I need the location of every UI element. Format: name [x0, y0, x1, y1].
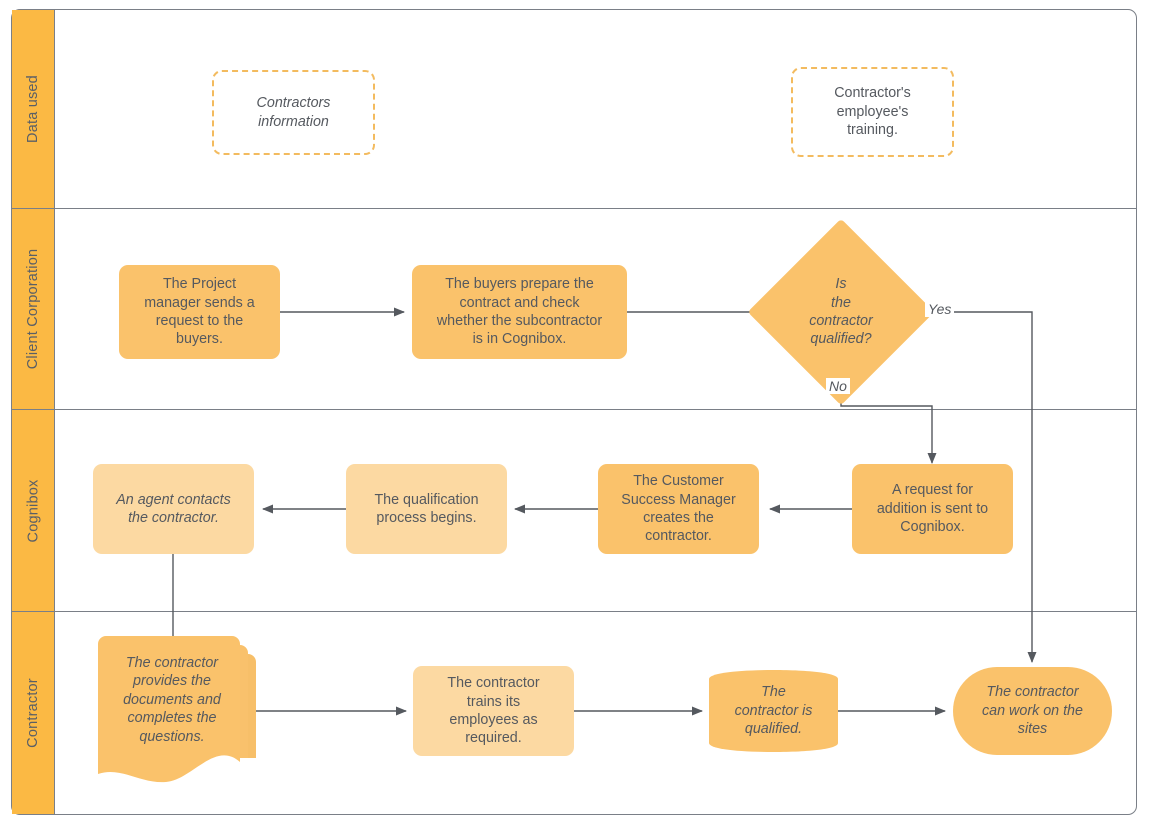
process-qualification-process-begins-label: The qualification process begins. [374, 491, 479, 526]
lane-header-client-corporation: Client Corporation [12, 209, 55, 409]
data-node-contractor-employee-training[interactable]: Contractor's employee's training. [791, 67, 954, 157]
edge-label-yes: Yes [925, 301, 955, 317]
process-request-addition-cognibox[interactable]: A request for addition is sent to Cognib… [852, 464, 1013, 554]
data-node-contractor-employee-training-label: Contractor's employee's training. [834, 85, 911, 139]
database-contractor-is-qualified-label: The contractor is qualified. [734, 684, 813, 738]
swimlane-data-used: Data used [12, 10, 1136, 209]
lane-header-data-used: Data used [12, 10, 55, 208]
terminator-contractor-can-work[interactable]: The contractor can work on the sites [953, 667, 1112, 755]
lane-header-cognibox: Cognibox [12, 410, 55, 611]
process-request-addition-cognibox-label: A request for addition is sent to Cognib… [876, 482, 989, 536]
process-contractor-trains-employees-label: The contractor trains its employees as r… [447, 675, 540, 747]
process-project-manager-request[interactable]: The Project manager sends a request to t… [119, 265, 280, 359]
database-contractor-is-qualified[interactable]: The contractor is qualified. [709, 670, 838, 752]
swimlane-contractor: Contractor [12, 612, 1136, 814]
data-node-contractors-information-label: Contractors information [256, 95, 331, 130]
decision-is-contractor-qualified-label: Is the contractor qualified? [809, 276, 873, 348]
swimlane-client-corporation: Client Corporation [12, 209, 1136, 410]
multi-document-shape [98, 636, 256, 783]
lane-label-client-corporation: Client Corporation [25, 248, 41, 370]
edge-label-no: No [826, 378, 850, 394]
cylinder-shape [709, 670, 838, 752]
decision-is-contractor-qualified[interactable]: Is the contractor qualified? [747, 218, 935, 406]
lane-label-cognibox: Cognibox [25, 479, 41, 542]
process-agent-contacts-contractor[interactable]: An agent contacts the contractor. [93, 464, 254, 554]
process-agent-contacts-contractor-label: An agent contacts the contractor. [116, 491, 231, 526]
lane-label-data-used: Data used [25, 75, 41, 143]
process-project-manager-request-label: The Project manager sends a request to t… [144, 276, 255, 348]
data-node-contractors-information[interactable]: Contractors information [212, 70, 375, 155]
process-buyers-prepare-contract-label: The buyers prepare the contract and chec… [436, 276, 603, 348]
swimlane-cognibox: Cognibox [12, 410, 1136, 612]
document-contractor-provides-docs[interactable]: The contractor provides the documents an… [90, 636, 260, 786]
document-contractor-provides-docs-label: The contractor provides the documents an… [123, 654, 221, 745]
process-csm-creates-contractor[interactable]: The Customer Success Manager creates the… [598, 464, 759, 554]
lane-header-contractor: Contractor [12, 612, 55, 814]
terminator-contractor-can-work-label: The contractor can work on the sites [982, 684, 1083, 738]
process-buyers-prepare-contract[interactable]: The buyers prepare the contract and chec… [412, 265, 627, 359]
process-qualification-process-begins[interactable]: The qualification process begins. [346, 464, 507, 554]
process-contractor-trains-employees[interactable]: The contractor trains its employees as r… [413, 666, 574, 756]
lane-label-contractor: Contractor [25, 678, 42, 748]
process-csm-creates-contractor-label: The Customer Success Manager creates the… [621, 473, 736, 545]
